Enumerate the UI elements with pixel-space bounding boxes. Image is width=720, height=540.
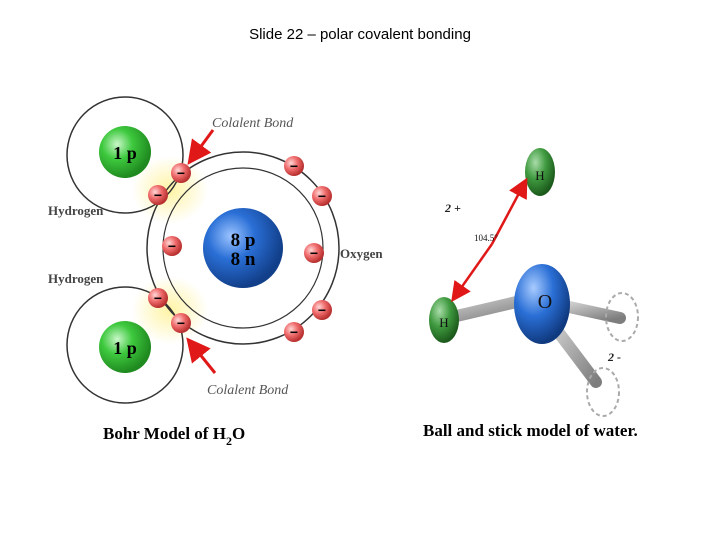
oxygen-atom-label: O [538, 291, 552, 313]
electrons: − − − − − − − − − − [148, 156, 332, 342]
slide-title: Slide 22 – polar covalent bonding [249, 26, 471, 43]
svg-text:−: − [310, 245, 318, 261]
hydrogen-bottom-shell [66, 286, 184, 404]
ball-stick-model: H H O 104.5° 2 + 2 - Ball and stick mode… [423, 148, 639, 440]
bond-angle-arrow-up [490, 177, 528, 245]
bond-angle-arrow-down [451, 243, 494, 303]
hydrogen-bottom-nucleus-label: 1 p [113, 338, 137, 358]
oxygen-nucleus-neutrons: 8 n [231, 249, 256, 270]
electron: − [171, 313, 191, 333]
positive-charge-label: 2 + [444, 201, 461, 215]
lone-pair-bottom [586, 367, 620, 417]
svg-text:−: − [290, 324, 298, 340]
oxygen-label: Oxygen [340, 246, 383, 261]
bohr-caption: Bohr Model of H2O [103, 424, 245, 448]
ball-stick-caption: Ball and stick model of water. [423, 421, 638, 440]
lone-pair-stick-right [554, 299, 626, 324]
bond-label-bottom: Colalent Bond [207, 383, 289, 398]
svg-text:−: − [154, 187, 162, 203]
bond-label-top: Colalent Bond [212, 116, 294, 131]
hydrogen-atom-left-label: H [439, 315, 448, 330]
hydrogen-top-nucleus-label: 1 p [113, 143, 137, 163]
negative-charge-label: 2 - [607, 350, 621, 364]
electron: − [148, 185, 168, 205]
oxygen-outer-shell [146, 151, 340, 345]
lone-pair-stick-bottom [547, 319, 602, 388]
electron: − [162, 236, 182, 256]
oxygen-nucleus [203, 208, 283, 288]
hydrogen-label-bottom: Hydrogen [48, 271, 104, 286]
bond-angle-label: 104.5° [474, 233, 498, 243]
covalent-bond-arrow-top [187, 129, 215, 165]
electron: − [312, 186, 332, 206]
svg-text:−: − [168, 238, 176, 254]
hydrogen-top-shell [66, 96, 184, 214]
electron: − [284, 156, 304, 176]
hydrogen-label-top: Hydrogen [48, 203, 104, 218]
svg-text:−: − [290, 158, 298, 174]
electron: − [148, 288, 168, 308]
svg-text:−: − [177, 165, 185, 181]
svg-text:−: − [154, 290, 162, 306]
oxygen-nucleus-protons: 8 p [231, 230, 256, 251]
oxygen-atom [514, 264, 570, 344]
electron: − [304, 243, 324, 263]
hydrogen-atom-top [525, 148, 555, 196]
svg-text:−: − [318, 302, 326, 318]
svg-text:−: − [177, 315, 185, 331]
electron: − [171, 163, 191, 183]
hydrogen-atom-top-label: H [535, 168, 544, 183]
hydrogen-bottom-nucleus [99, 321, 151, 373]
electron: − [312, 300, 332, 320]
electron: − [284, 322, 304, 342]
svg-text:−: − [318, 188, 326, 204]
bohr-model: 1 p 1 p 8 p 8 n − − − − − − − − − − Cola… [48, 96, 383, 448]
bond-stick-left [442, 294, 531, 324]
hydrogen-atom-left [429, 297, 459, 343]
covalent-bond-arrow-bottom [186, 337, 217, 374]
lone-pair-right [605, 292, 639, 342]
hydrogen-top-nucleus [99, 126, 151, 178]
